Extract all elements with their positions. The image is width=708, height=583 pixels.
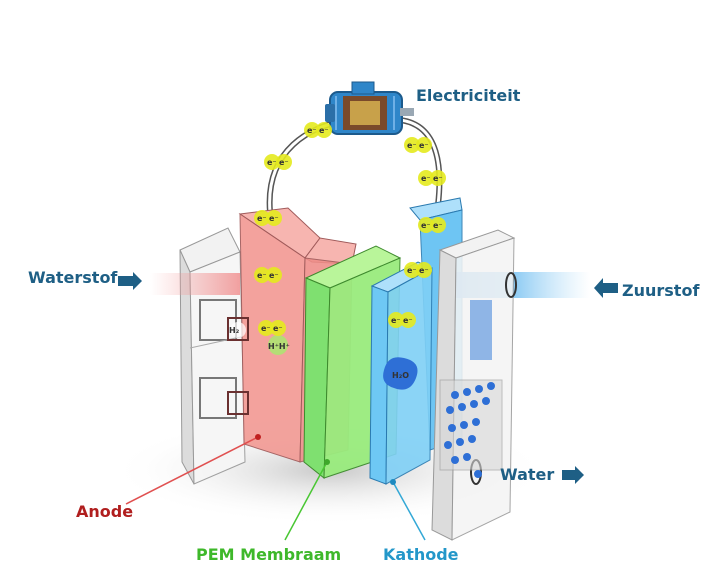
electron-blob	[430, 217, 446, 233]
electron-glyph: e⁻	[433, 174, 443, 183]
electron-glyph: e⁻	[257, 271, 267, 280]
cathode-label: Kathode	[383, 545, 459, 564]
membrane-leader	[284, 461, 328, 541]
electron-glyph: e⁻	[421, 174, 431, 183]
electron-glyph: e⁻	[269, 271, 279, 280]
h2o-glyph: H₂O	[392, 371, 409, 380]
electron-blob	[416, 262, 432, 278]
electron-glyph: e⁻	[307, 126, 317, 135]
electron-glyph: e⁻	[407, 141, 417, 150]
electron-pair: e⁻e⁻	[258, 320, 286, 336]
electron-blob	[304, 122, 320, 138]
electron-blob	[418, 170, 434, 186]
electron-glyph: e⁻	[407, 266, 417, 275]
electron-blob	[416, 137, 432, 153]
electron-glyph: e⁻	[273, 324, 283, 333]
electron-blob	[264, 154, 280, 170]
electron-glyph: e⁻	[403, 316, 413, 325]
electron-blob	[316, 122, 332, 138]
electron-blob	[388, 312, 404, 328]
hydrogen-label: Waterstof	[28, 268, 118, 287]
electron-glyph: e⁻	[319, 126, 329, 135]
water-arrow-icon	[562, 466, 584, 484]
electron-pair: e⁻e⁻	[254, 267, 282, 283]
anode-label: Anode	[76, 502, 134, 521]
electron-blob	[266, 267, 282, 283]
electron-pair: e⁻e⁻	[418, 217, 446, 233]
electron-pair: e⁻e⁻	[254, 210, 282, 226]
electron-glyph: e⁻	[421, 221, 431, 230]
water-label: Water	[500, 465, 555, 484]
electron-glyph: e⁻	[279, 158, 289, 167]
electron-blob	[270, 320, 286, 336]
electron-pair: e⁻e⁻	[264, 154, 292, 170]
electron-blob	[254, 210, 270, 226]
cathode-end-plate	[431, 229, 517, 541]
hydrogen-arrow-icon	[118, 272, 142, 290]
electron-glyph: e⁻	[261, 324, 271, 333]
electron-blob	[258, 320, 274, 336]
electron-blob	[430, 170, 446, 186]
electron-pair: e⁻e⁻	[418, 170, 446, 186]
electron-blob	[400, 312, 416, 328]
electron-blob	[266, 210, 282, 226]
h2o-molecule	[383, 357, 418, 390]
pem-membrane-label: PEM Membraam	[196, 545, 342, 564]
cathode-leader	[392, 481, 426, 541]
protons-glyph: H⁺H⁺	[268, 342, 290, 351]
electron-pair: e⁻e⁻	[304, 122, 332, 138]
electron-blob	[418, 217, 434, 233]
electron-glyph: e⁻	[267, 158, 277, 167]
hydrogen-stream	[150, 273, 240, 295]
electron-glyph: e⁻	[269, 214, 279, 223]
electron-glyph: e⁻	[257, 214, 267, 223]
electron-glyph: e⁻	[419, 141, 429, 150]
electron-glyph: e⁻	[433, 221, 443, 230]
electricity-label: Electriciteit	[416, 86, 521, 105]
motor-icon	[325, 81, 414, 135]
electron-blob	[404, 262, 420, 278]
water-droplets	[444, 382, 495, 478]
anode-end-plate	[179, 227, 246, 485]
electron-blob	[276, 154, 292, 170]
h2-glyph: H₂	[229, 326, 240, 335]
electron-pair: e⁻e⁻	[388, 312, 416, 328]
oxygen-arrow-icon	[594, 278, 618, 298]
anode-leader	[125, 436, 259, 505]
electron-glyph: e⁻	[391, 316, 401, 325]
electron-blob	[404, 137, 420, 153]
electron-pair: e⁻e⁻	[404, 262, 432, 278]
electron-pair: e⁻e⁻	[404, 137, 432, 153]
oxygen-label: Zuurstof	[622, 281, 700, 300]
electron-pairs: e⁻e⁻e⁻e⁻e⁻e⁻e⁻e⁻e⁻e⁻e⁻e⁻e⁻e⁻e⁻e⁻e⁻e⁻e⁻e⁻	[254, 122, 446, 336]
electron-blob	[254, 267, 270, 283]
electron-glyph: e⁻	[419, 266, 429, 275]
